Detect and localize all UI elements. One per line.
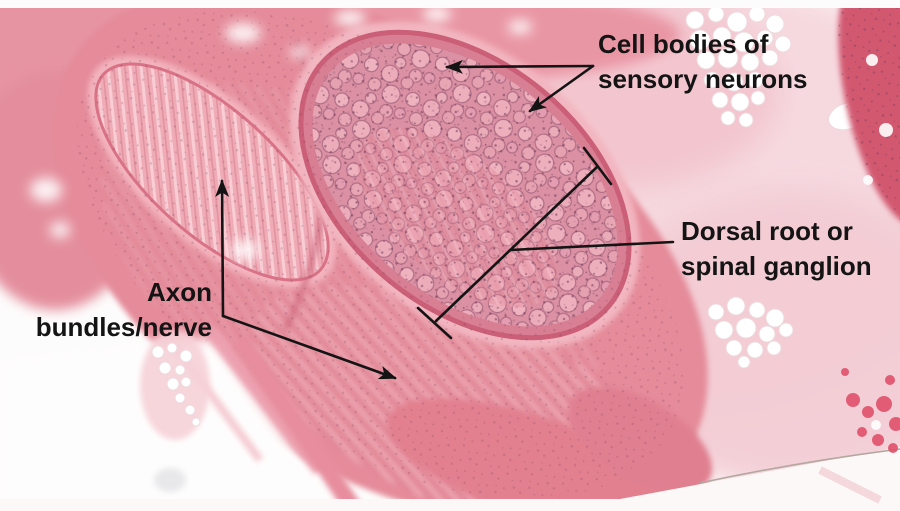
- arrow-cell-bodies-upper: [445, 59, 595, 74]
- tissue-gaps: [30, 6, 532, 260]
- bracket-span-line: [434, 165, 599, 323]
- label-cell-bodies: Cell bodies of sensory neurons: [598, 27, 808, 97]
- arrow-axon-bundle-down: [221, 314, 397, 380]
- bottom-margin: [0, 447, 900, 511]
- label-axon-line2: bundles/nerve: [35, 312, 212, 342]
- bracket-pointer-line: [508, 240, 675, 252]
- adipose-cluster-left: [140, 330, 210, 440]
- label-cell-bodies-line1: Cell bodies of: [598, 29, 769, 59]
- label-dorsal-root-line2: spinal ganglion: [681, 251, 872, 281]
- adipose-cluster-bottom-right: [707, 296, 794, 369]
- annotation-lines: [215, 59, 675, 380]
- red-splotches: [841, 368, 900, 453]
- bracket-tick-bottom: [416, 306, 453, 340]
- arrow-axon-bundle-up: [215, 179, 230, 318]
- label-dorsal-root-ganglion: Dorsal root or spinal ganglion: [681, 214, 872, 284]
- label-axon-line1: Axon: [147, 277, 212, 307]
- dark-tissue-ribbon: [838, 0, 900, 228]
- label-axon-bundles: Axon bundles/nerve: [0, 275, 212, 345]
- top-margin: [0, 0, 900, 8]
- label-dorsal-root-line1: Dorsal root or: [681, 216, 853, 246]
- bracket-tick-top: [582, 146, 613, 186]
- arrow-cell-bodies-lower: [528, 64, 595, 113]
- label-cell-bodies-line2: sensory neurons: [598, 64, 808, 94]
